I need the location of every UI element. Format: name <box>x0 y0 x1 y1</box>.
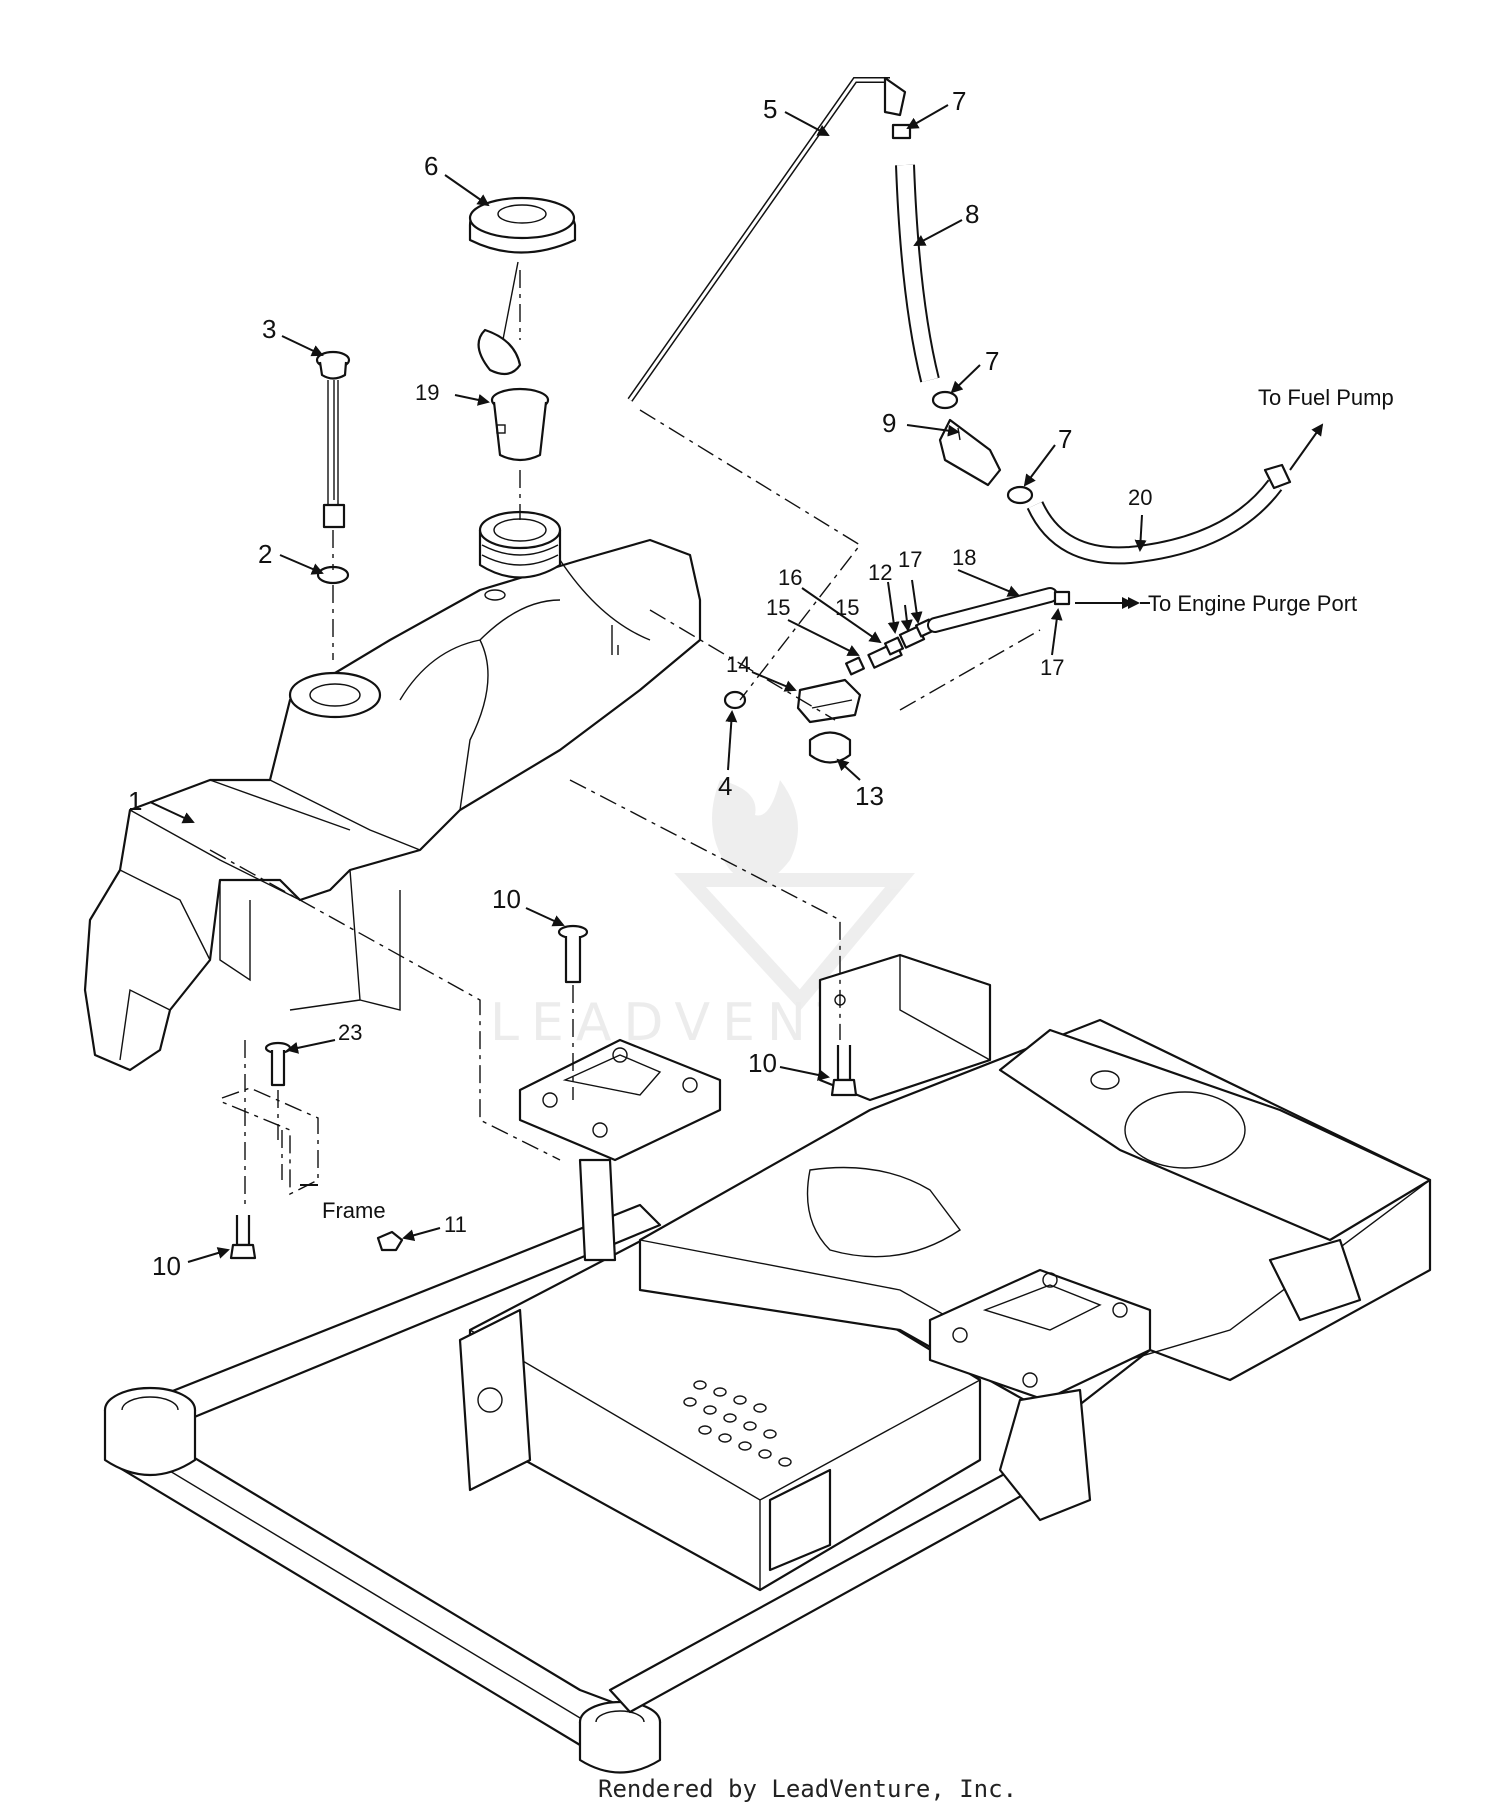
mount-bolt-upper <box>557 924 589 984</box>
assembly-lines <box>209 270 1041 1210</box>
callout-4: 4 <box>718 771 732 801</box>
callout-20: 20 <box>1128 485 1152 510</box>
callout-15-right: 15 <box>835 595 859 620</box>
flange-nut-11 <box>376 1230 404 1252</box>
callout-11: 11 <box>444 1212 467 1237</box>
callout-10-upper: 10 <box>492 884 521 914</box>
callout-17-bottom: 17 <box>1040 655 1064 680</box>
vent-valve <box>883 76 907 117</box>
carriage-bolt-23 <box>264 1041 292 1087</box>
callout-7-top: 7 <box>952 86 966 116</box>
leader-lines <box>149 104 1324 1263</box>
rollover-valve <box>796 678 862 724</box>
hose-clamp-mid <box>931 390 959 410</box>
callout-23: 23 <box>338 1020 362 1045</box>
callout-18: 18 <box>952 545 976 570</box>
purge-clamp <box>1053 590 1071 606</box>
note-to-fuel-pump: To Fuel Pump <box>1258 385 1394 410</box>
callout-8: 8 <box>965 199 979 229</box>
render-credit: Rendered by LeadVenture, Inc. <box>598 1775 1017 1803</box>
valve-grommet <box>808 731 852 764</box>
filler-strainer <box>490 387 550 462</box>
callout-7-mid: 7 <box>985 346 999 376</box>
callout-7-low: 7 <box>1058 424 1072 454</box>
callout-13: 13 <box>855 781 884 811</box>
callout-14: 14 <box>726 652 750 677</box>
note-to-engine-purge-port: To Engine Purge Port <box>1148 591 1357 616</box>
frame-phantom-bracket <box>221 1087 319 1196</box>
hose-clamp-low <box>1006 485 1034 505</box>
vent-bushing <box>723 690 747 710</box>
deck-hole-grid <box>683 1380 792 1467</box>
callout-17-top: 17 <box>898 547 922 572</box>
callout-10-lower: 10 <box>152 1251 181 1281</box>
callout-15-left: 15 <box>766 595 790 620</box>
hose-clamp-top <box>891 123 912 140</box>
mount-bolt-lower <box>229 1215 257 1260</box>
callout-1: 1 <box>128 786 142 816</box>
callout-10-right: 10 <box>748 1048 777 1078</box>
callout-6: 6 <box>424 151 438 181</box>
mount-bolt-right <box>830 1045 858 1097</box>
callout-5: 5 <box>763 94 777 124</box>
fuel-cap <box>468 196 577 376</box>
callout-16: 16 <box>778 565 802 590</box>
note-frame: Frame <box>322 1198 386 1223</box>
callout-9: 9 <box>882 408 896 438</box>
callout-labels: 1 2 3 4 5 6 7 7 7 8 9 10 10 10 11 12 13 … <box>128 86 1152 1281</box>
callout-12: 12 <box>868 560 892 585</box>
fuel-filter <box>938 418 1002 487</box>
mower-frame <box>103 953 1432 1774</box>
fuel-tank <box>83 510 702 1072</box>
vent-tube <box>627 77 890 402</box>
callout-3: 3 <box>262 314 276 344</box>
fuel-sender <box>315 350 351 529</box>
callout-19: 19 <box>415 380 439 405</box>
callout-2: 2 <box>258 539 272 569</box>
hose-clamp-pump <box>1263 463 1292 490</box>
